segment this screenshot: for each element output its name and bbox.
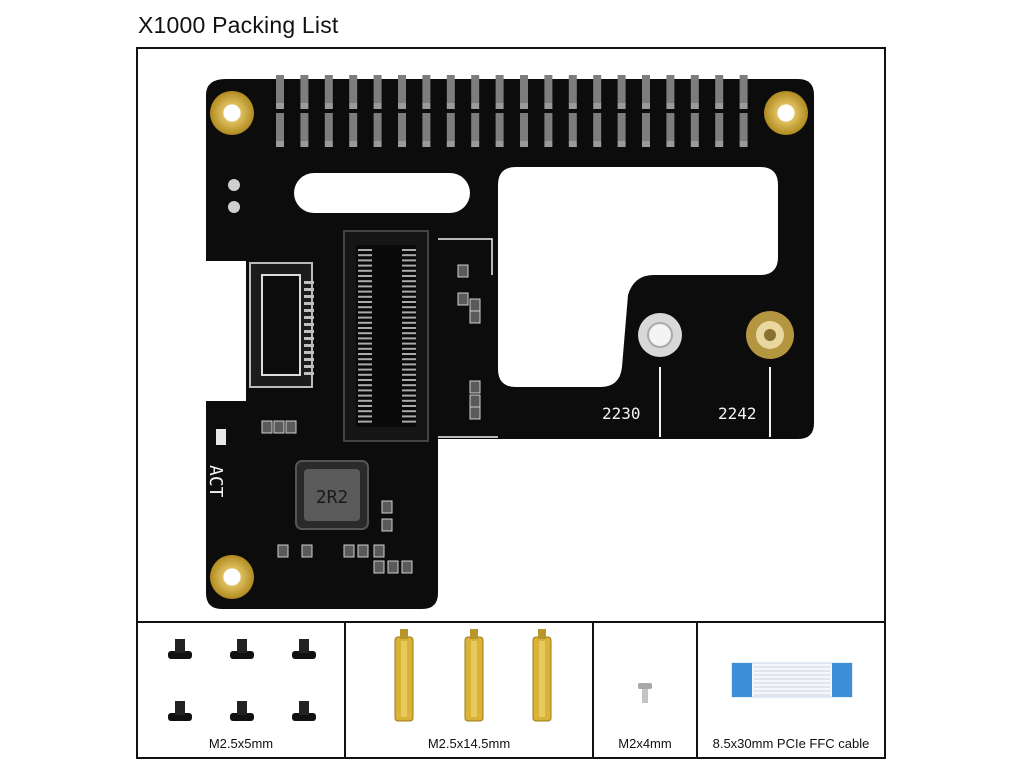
silver-screw-icon <box>638 683 652 703</box>
accessory-row: M2.5x5mm M2.5x14.5mm M2x4mm 8.5x30mm PCI… <box>138 621 884 759</box>
size-label-2230: 2230 <box>602 404 641 423</box>
packing-list-frame: 2230 2242 <box>136 47 886 759</box>
ffc-connector <box>249 262 314 388</box>
smd-components <box>261 264 481 574</box>
board-panel: 2230 2242 <box>138 49 884 621</box>
mount-hole-top-left <box>210 91 254 135</box>
board-slot <box>294 173 470 213</box>
gpio-header <box>276 75 748 147</box>
brass-standoff-icon <box>394 629 552 722</box>
item-label: M2.5x14.5mm <box>427 736 511 751</box>
item-cell-standoffs-m25x145: M2.5x14.5mm <box>346 623 594 759</box>
led-top <box>228 179 240 191</box>
item-label: 8.5x30mm PCIe FFC cable <box>712 736 870 751</box>
mount-hole-bottom-left <box>210 555 254 599</box>
item-cell-screw-m2x4: M2x4mm <box>594 623 698 759</box>
board-cutout <box>498 167 778 387</box>
act-label: ACT <box>205 465 226 498</box>
item-cell-ffc-cable: 8.5x30mm PCIe FFC cable <box>698 623 884 759</box>
item-label: M2.5x5mm <box>208 736 274 751</box>
size-label-2242: 2242 <box>718 404 757 423</box>
item-label: M2x4mm <box>618 736 672 751</box>
ffc-cable-icon <box>731 662 853 698</box>
x1000-board-image: 2230 2242 <box>205 75 814 609</box>
item-cell-screws-m25x5: M2.5x5mm <box>138 623 346 759</box>
inductor: 2R2 <box>295 460 369 530</box>
page-title: X1000 Packing List <box>138 12 339 38</box>
led-bottom <box>228 201 240 213</box>
black-screw-icon <box>168 639 316 721</box>
m2-slot <box>343 230 429 442</box>
mount-hole-top-right <box>764 91 808 135</box>
inductor-label: 2R2 <box>316 487 349 508</box>
